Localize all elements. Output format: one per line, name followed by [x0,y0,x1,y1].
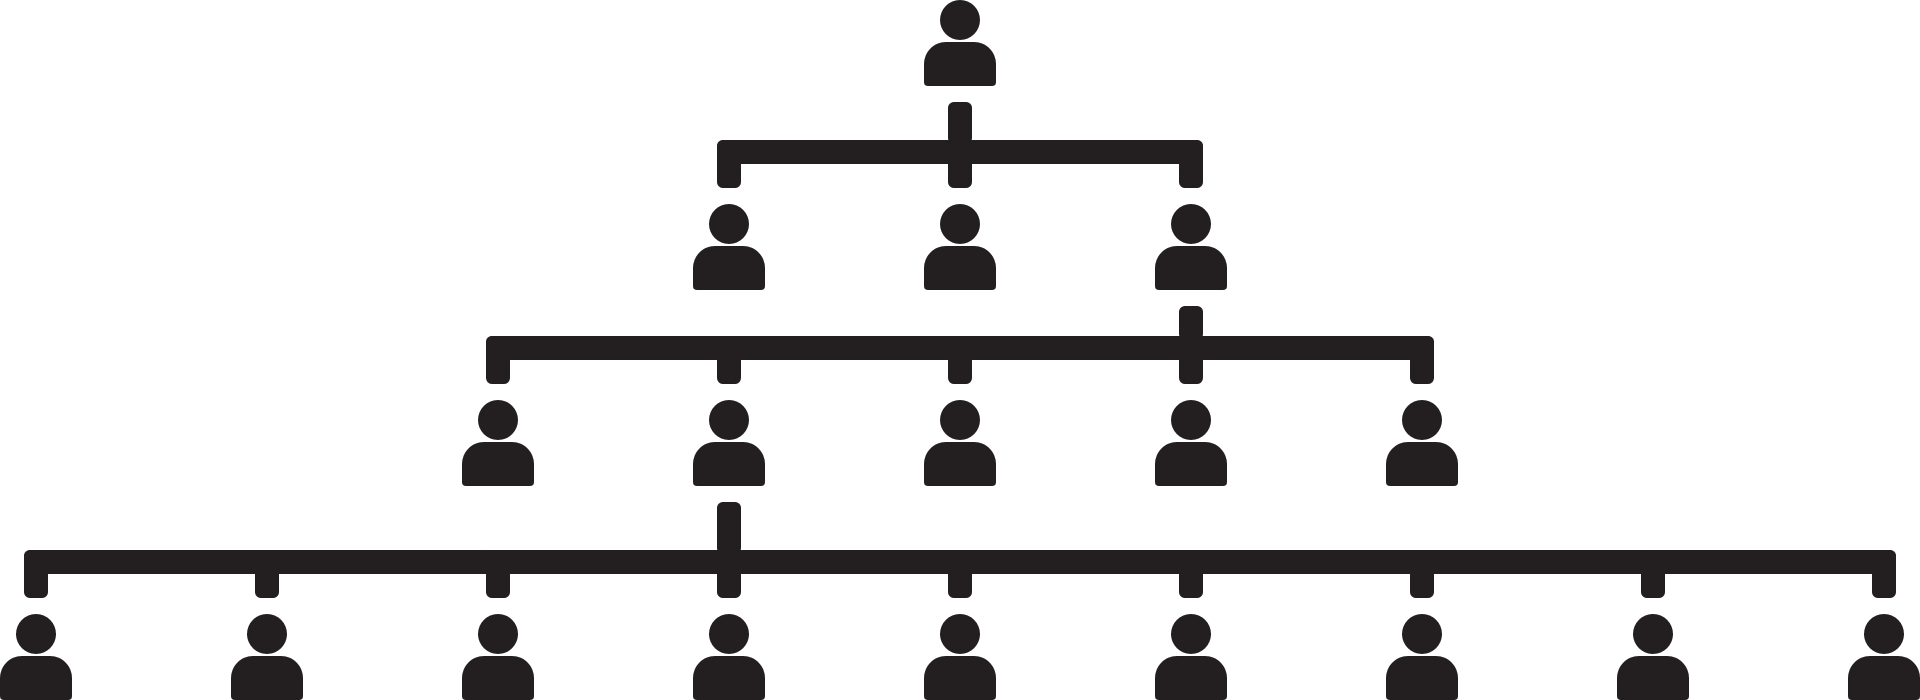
person-icon [1848,614,1920,700]
connector-drop [1410,336,1434,384]
connector-stem [948,102,972,144]
person-body [693,656,765,700]
connector-drop [1410,550,1434,598]
person-icon [1617,614,1689,700]
connector-drop [1179,336,1203,384]
connector-level-2 [717,102,1203,188]
connector-stem [717,502,741,554]
person-head [478,614,518,654]
person-icon [0,614,72,700]
connector-drop [1872,550,1896,598]
connector-level-4 [24,502,1896,598]
person-icon [462,614,534,700]
person-head [1171,614,1211,654]
person-icon [231,614,303,700]
person-body [1155,656,1227,700]
person-icon [693,614,765,700]
person-icon [1155,614,1227,700]
person-head [1171,400,1211,440]
person-icon [693,400,765,486]
connector-drop [717,140,741,188]
person-body [1386,442,1458,486]
person-body [231,656,303,700]
person-head [709,400,749,440]
person-head [940,0,980,40]
person-head [1171,204,1211,244]
person-body [0,656,72,700]
connector-lines [24,102,1896,598]
person-icon [924,614,996,700]
person-head [709,614,749,654]
connector-drop [1179,550,1203,598]
person-head [940,614,980,654]
person-icon [1155,204,1227,290]
connector-drop [717,336,741,384]
person-head [1402,400,1442,440]
person-icon [1155,400,1227,486]
person-body [1155,442,1227,486]
person-icon [1386,400,1458,486]
person-body [1155,246,1227,290]
person-head [16,614,56,654]
person-icon [924,0,996,86]
person-icon [924,204,996,290]
person-icon [462,400,534,486]
person-head [1402,614,1442,654]
person-icon [693,204,765,290]
person-head [1633,614,1673,654]
person-icon [924,400,996,486]
person-head [247,614,287,654]
person-head [709,204,749,244]
person-head [940,204,980,244]
person-icon [1386,614,1458,700]
connector-drop [486,336,510,384]
person-body [1386,656,1458,700]
person-body [462,656,534,700]
person-head [1864,614,1904,654]
person-body [462,442,534,486]
connector-drop [948,550,972,598]
connector-drop [486,550,510,598]
connector-drop [1179,140,1203,188]
connector-level-3 [486,306,1434,384]
connector-drop [24,550,48,598]
person-head [940,400,980,440]
person-head [478,400,518,440]
person-body [924,656,996,700]
connector-drop [1641,550,1665,598]
person-body [924,442,996,486]
connector-drop [948,336,972,384]
connector-drop [948,140,972,188]
person-body [693,246,765,290]
person-body [1848,656,1920,700]
connector-drop [255,550,279,598]
person-body [1617,656,1689,700]
person-body [693,442,765,486]
connector-drop [717,550,741,598]
person-body [924,246,996,290]
connector-stem [1179,306,1203,340]
person-body [924,42,996,86]
